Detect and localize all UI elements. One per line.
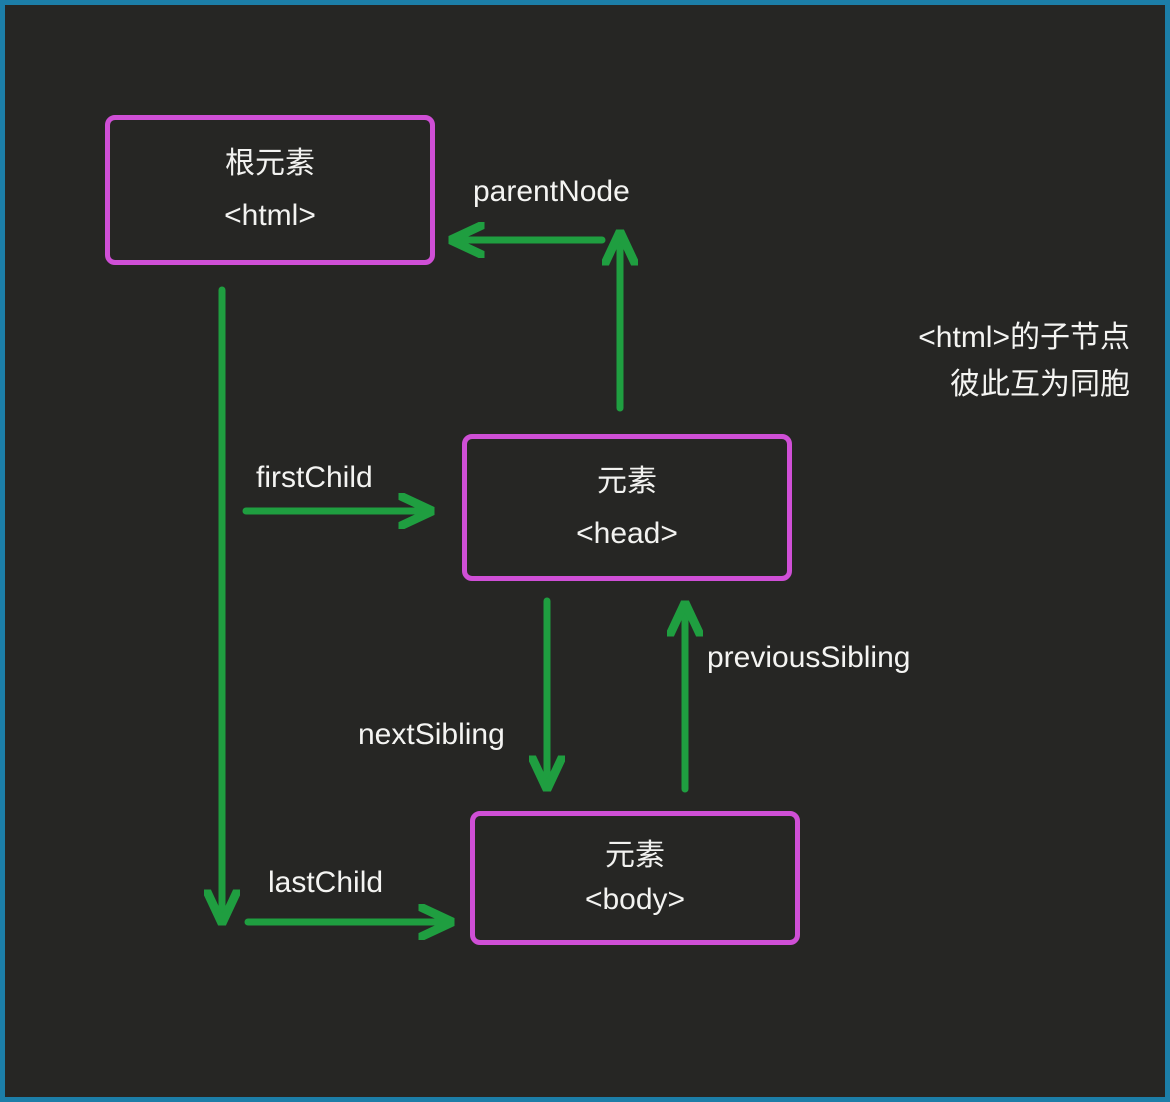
node-body-kind: 元素 <box>605 839 665 872</box>
node-html-kind: 根元素 <box>225 147 315 180</box>
node-html-tag: <html> <box>224 199 316 232</box>
node-head[interactable]: 元素 <head> <box>462 434 792 581</box>
annotation-line-2: 彼此互为同胞 <box>950 367 1130 401</box>
label-nextsibling: nextSibling <box>358 718 505 751</box>
node-head-kind: 元素 <box>597 464 657 498</box>
label-previoussibling: previousSibling <box>707 641 911 674</box>
annotation-line-1: <html>的子节点 <box>918 321 1130 354</box>
node-head-tag: <head> <box>576 516 678 550</box>
label-lastchild: lastChild <box>268 866 384 899</box>
node-body[interactable]: 元素 <body> <box>470 811 800 945</box>
annotation-sibling-note: <html>的子节点 彼此互为同胞 <box>750 315 1130 408</box>
label-parentnode: parentNode <box>473 175 630 208</box>
node-body-tag: <body> <box>584 883 686 916</box>
node-html[interactable]: 根元素 <html> <box>105 115 435 265</box>
label-firstchild: firstChild <box>256 461 373 494</box>
